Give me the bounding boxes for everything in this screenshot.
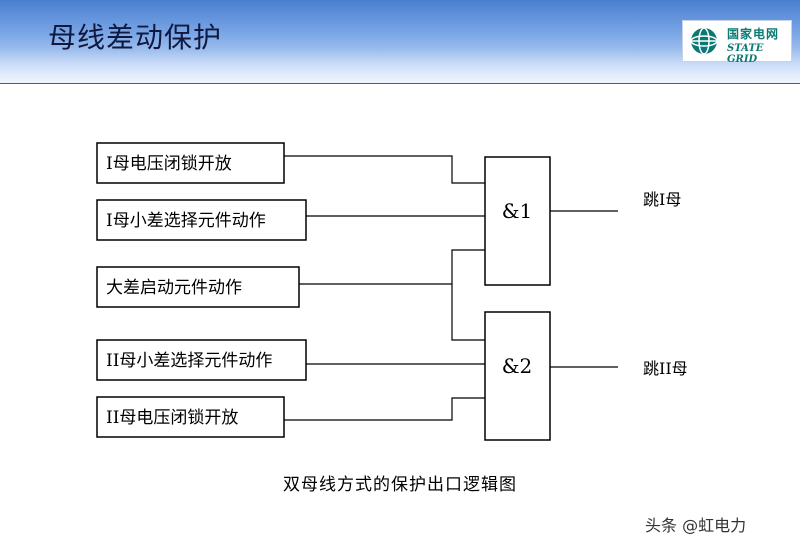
input-label-1: I母电压闭锁开放 bbox=[106, 154, 232, 174]
and-gate-2 bbox=[484, 311, 551, 441]
header-shine bbox=[0, 50, 800, 84]
wire-1 bbox=[284, 155, 485, 184]
input-box-2 bbox=[96, 199, 307, 241]
input-label-5: II母电压闭锁开放 bbox=[106, 408, 238, 428]
input-box-3 bbox=[96, 266, 300, 308]
logo-text-cn: 国家电网 bbox=[727, 27, 780, 41]
watermark: 头条 @虹电力 bbox=[645, 516, 747, 535]
state-grid-logo: 国家电网 STATE GRID bbox=[682, 20, 792, 65]
globe-icon bbox=[690, 27, 718, 55]
input-box-4 bbox=[96, 339, 307, 381]
input-label-4: II母小差选择元件动作 bbox=[106, 351, 272, 371]
slide-title: 母线差动保护 bbox=[48, 21, 223, 54]
gate-label-1: &1 bbox=[502, 199, 533, 223]
input-label-3: 大差启动元件动作 bbox=[106, 278, 242, 298]
output-label-2: 跳II母 bbox=[643, 359, 688, 378]
input-label-2: I母小差选择元件动作 bbox=[106, 211, 266, 231]
gate-label-2: &2 bbox=[502, 354, 533, 378]
header-divider bbox=[0, 83, 800, 84]
wire-3-branch bbox=[451, 249, 485, 341]
diagram-caption: 双母线方式的保护出口逻辑图 bbox=[283, 475, 517, 495]
input-box-5 bbox=[96, 396, 285, 438]
output-label-1: 跳I母 bbox=[643, 190, 681, 209]
slide-header: 母线差动保护 国家电网 STATE GRID bbox=[0, 0, 800, 84]
logo-text-en: STATE GRID bbox=[727, 43, 764, 65]
input-box-1 bbox=[96, 142, 285, 184]
wire-5 bbox=[284, 397, 485, 421]
and-gate-1 bbox=[484, 156, 551, 286]
